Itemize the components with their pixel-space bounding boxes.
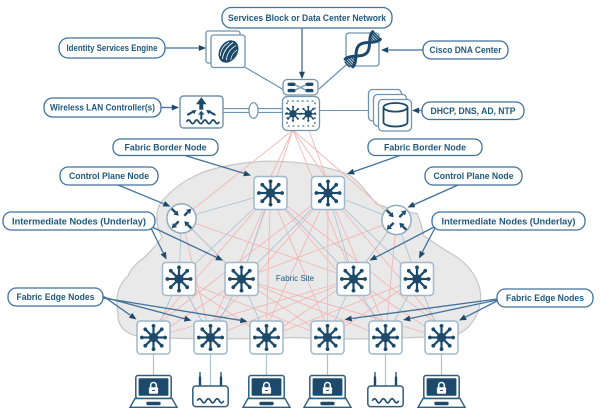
svg-text:Identity Services Engine: Identity Services Engine <box>67 43 158 53</box>
svg-text:Fabric Site: Fabric Site <box>276 274 315 283</box>
svg-text:Fabric Edge Nodes: Fabric Edge Nodes <box>17 292 95 302</box>
svg-text:Services Block or Data Center: Services Block or Data Center Network <box>228 13 387 24</box>
svg-text:Intermediate Nodes (Underlay): Intermediate Nodes (Underlay) <box>12 216 146 226</box>
svg-text:Fabric Border Node: Fabric Border Node <box>125 143 207 153</box>
svg-text:Fabric Edge Nodes: Fabric Edge Nodes <box>506 293 584 303</box>
svg-text:Fabric Border Node: Fabric Border Node <box>384 143 466 153</box>
svg-text:Wireless LAN Controller(s): Wireless LAN Controller(s) <box>50 103 155 113</box>
svg-text:Control Plane Node: Control Plane Node <box>69 171 149 181</box>
svg-text:Cisco DNA Center: Cisco DNA Center <box>430 45 502 55</box>
svg-text:DHCP, DNS, AD, NTP: DHCP, DNS, AD, NTP <box>431 106 516 116</box>
svg-text:Intermediate Nodes (Underlay): Intermediate Nodes (Underlay) <box>442 216 576 226</box>
svg-text:Control Plane Node: Control Plane Node <box>434 171 514 181</box>
